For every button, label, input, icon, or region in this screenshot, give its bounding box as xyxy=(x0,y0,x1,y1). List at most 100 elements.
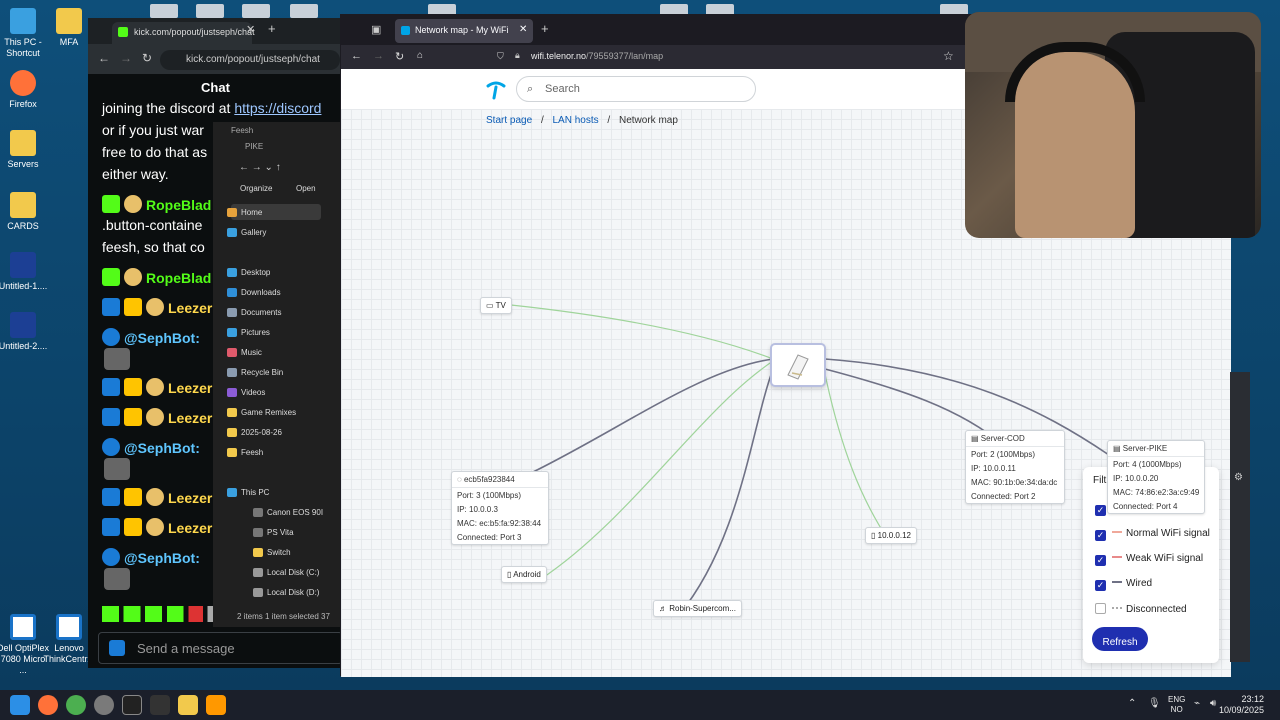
nav-feesh[interactable]: Feesh xyxy=(241,448,264,457)
nav-music[interactable]: Music xyxy=(241,348,262,357)
open-button[interactable]: Open xyxy=(296,184,316,193)
forward-icon[interactable]: → xyxy=(120,51,132,65)
network-map-tab[interactable]: Network map - My WiFi ✕ xyxy=(395,19,533,43)
discord-link[interactable]: https://discord xyxy=(234,100,322,116)
app-icon[interactable] xyxy=(150,4,178,18)
clock[interactable]: 23:12 10/09/2025 xyxy=(1218,694,1264,715)
bookmark-star-icon[interactable]: ☆ xyxy=(943,49,954,63)
nav-local-d[interactable]: Local Disk (D:) xyxy=(267,588,320,597)
app-icon[interactable] xyxy=(290,4,318,18)
back-icon[interactable]: ← xyxy=(351,50,362,62)
filter-wired[interactable]: ✓Wired xyxy=(1095,578,1153,591)
filter-strong-wifi[interactable]: ✓ xyxy=(1095,503,1112,516)
node-robin-supercom[interactable]: ♬ Robin-Supercom... xyxy=(653,600,742,617)
organize-button[interactable]: Organize xyxy=(240,184,273,193)
chat-username[interactable]: @SephBot: xyxy=(124,440,200,456)
volume-icon[interactable]: 🔊︎ xyxy=(1210,698,1217,709)
network-icon[interactable]: ⌁ xyxy=(1194,698,1201,709)
node-tv[interactable]: ▭ TV xyxy=(480,297,512,314)
node-server-cod[interactable]: ▤ Server-COD Port: 2 (100Mbps) IP: 10.0.… xyxy=(965,430,1065,504)
servers-folder[interactable]: Servers xyxy=(0,130,50,170)
lock-icon[interactable]: 🔒︎ xyxy=(515,50,520,60)
this-pc-shortcut[interactable]: This PC - Shortcut xyxy=(0,8,50,59)
checkbox-checked[interactable]: ✓ xyxy=(1095,580,1106,591)
nav-game-remixes[interactable]: Game Remixes xyxy=(241,408,297,417)
nav-home[interactable]: Home xyxy=(241,208,263,217)
app-icon[interactable] xyxy=(150,695,170,715)
nav-pictures[interactable]: Pictures xyxy=(241,328,270,337)
chat-username[interactable]: Leezer xyxy=(168,380,213,396)
filter-disconnected[interactable]: Disconnected xyxy=(1095,603,1187,615)
emote-picker-row[interactable] xyxy=(102,606,222,622)
checkbox-unchecked[interactable] xyxy=(1095,603,1106,614)
mic-icon[interactable]: 🎙︎ xyxy=(1148,698,1161,709)
untitled-1-psd[interactable]: Untitled-1.... xyxy=(0,252,50,292)
dell-rdp-shortcut[interactable]: Dell OptiPlex 7080 Micro ... xyxy=(0,614,50,676)
nav-desktop[interactable]: Desktop xyxy=(241,268,271,277)
node-android[interactable]: ▯ Android xyxy=(501,566,547,583)
language-indicator[interactable]: ENG NO xyxy=(1168,695,1186,714)
telenor-logo[interactable] xyxy=(484,77,508,101)
shield-icon[interactable]: ⛉ xyxy=(497,51,504,61)
nav-recycle-bin[interactable]: Recycle Bin xyxy=(241,368,284,377)
new-tab-icon[interactable]: + xyxy=(541,21,549,36)
nav-downloads[interactable]: Downloads xyxy=(241,288,281,297)
settings-icon[interactable] xyxy=(94,695,114,715)
node-server-pike[interactable]: ▤ Server-PIKE Port: 4 (1000Mbps) IP: 10.… xyxy=(1107,440,1205,514)
nav-local-c[interactable]: Local Disk (C:) xyxy=(267,568,320,577)
checkbox-checked[interactable]: ✓ xyxy=(1095,530,1106,541)
home-icon[interactable]: ⌂ xyxy=(417,50,424,61)
nav-gallery[interactable]: Gallery xyxy=(241,228,267,237)
app-icon[interactable] xyxy=(242,4,270,18)
gear-icon[interactable]: ⚙ xyxy=(1234,472,1243,483)
terminal-icon[interactable] xyxy=(122,695,142,715)
nav-canon[interactable]: Canon EOS 90I xyxy=(267,508,324,517)
breadcrumb-start-page[interactable]: Start page xyxy=(486,115,533,126)
chat-username[interactable]: RopeBlad xyxy=(146,270,212,286)
chat-username[interactable]: Leezer xyxy=(168,520,213,536)
nav-this-pc[interactable]: This PC xyxy=(241,488,270,497)
tab-list-icon[interactable]: ▣ xyxy=(371,24,382,36)
vlc-icon[interactable] xyxy=(206,695,226,715)
filter-normal-wifi[interactable]: ✓Normal WiFi signal xyxy=(1095,528,1210,541)
router-node[interactable] xyxy=(770,343,826,387)
breadcrumb-lan-hosts[interactable]: LAN hosts xyxy=(552,115,599,126)
filter-weak-wifi[interactable]: ✓Weak WiFi signal xyxy=(1095,553,1204,566)
forward-icon[interactable]: → xyxy=(373,50,384,62)
app-icon[interactable] xyxy=(196,4,224,18)
refresh-button[interactable]: Refresh xyxy=(1092,627,1148,651)
untitled-2-psd[interactable]: Untitled-2.... xyxy=(0,312,50,352)
cards-folder[interactable]: CARDS xyxy=(0,192,50,232)
node-ecb5fa923844[interactable]: ◌ ecb5fa923844 Port: 3 (100Mbps) IP: 10.… xyxy=(451,471,549,545)
search-input[interactable]: ⌕ Search xyxy=(516,76,756,102)
chat-username[interactable]: @SephBot: xyxy=(124,330,200,346)
chat-username[interactable]: Leezer xyxy=(168,410,213,426)
lenovo-rdp-shortcut[interactable]: Lenovo ThinkCentr... xyxy=(42,614,96,665)
checkbox-checked[interactable]: ✓ xyxy=(1095,555,1106,566)
start-icon[interactable] xyxy=(10,695,30,715)
kick-tab[interactable]: kick.com/popout/justseph/chat xyxy=(112,22,255,44)
nav-videos[interactable]: Videos xyxy=(241,388,266,397)
nav-2025-08-26[interactable]: 2025-08-26 xyxy=(241,428,282,437)
back-icon[interactable]: ← xyxy=(98,51,110,65)
nav-documents[interactable]: Documents xyxy=(241,308,282,317)
explorer-nav-icons[interactable]: ← → ⌄ ↑ xyxy=(239,162,281,173)
tray-chevron-icon[interactable]: ⌃ xyxy=(1128,698,1137,709)
chat-username[interactable]: RopeBlad xyxy=(146,197,212,213)
url-field[interactable]: wifi.telenor.no/79559377/lan/map xyxy=(531,51,664,61)
reload-icon[interactable]: ↻ xyxy=(142,51,153,65)
nav-switch[interactable]: Switch xyxy=(267,548,291,557)
mfa-folder[interactable]: MFA xyxy=(42,8,96,48)
new-tab-icon[interactable]: + xyxy=(268,21,276,36)
close-tab-icon[interactable]: ✕ xyxy=(246,24,256,36)
nav-ps-vita[interactable]: PS Vita xyxy=(267,528,294,537)
node-10-0-0-12[interactable]: ▯ 10.0.0.12 xyxy=(865,527,917,544)
chat-username[interactable]: Leezer xyxy=(168,490,213,506)
chat-username[interactable]: Leezer xyxy=(168,300,213,316)
chat-username[interactable]: @SephBot: xyxy=(124,550,200,566)
kick-url-field[interactable]: kick.com/popout/justseph/chat xyxy=(160,50,340,70)
send-message-input[interactable]: Send a message xyxy=(98,632,343,664)
folder-icon[interactable] xyxy=(178,695,198,715)
close-tab-icon[interactable]: ✕ xyxy=(519,24,528,35)
checkbox-checked[interactable]: ✓ xyxy=(1095,505,1106,516)
